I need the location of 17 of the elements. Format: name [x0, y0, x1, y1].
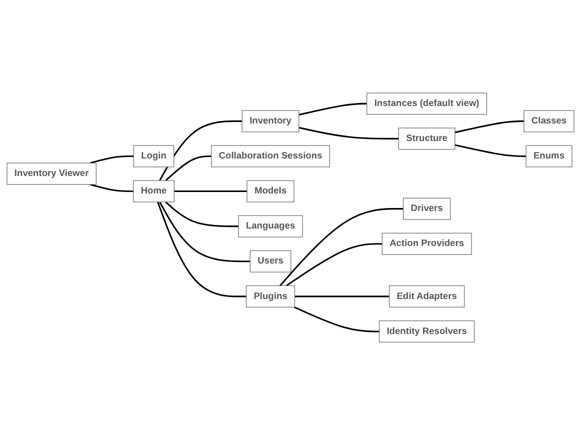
tree-node-box: Classes — [524, 110, 574, 133]
tree-node-box: Identity Resolvers — [378, 320, 475, 343]
tree-node-box: Languages — [238, 216, 303, 238]
tree-node-box: Home — [133, 180, 174, 203]
tree-node-box: Action Providers — [382, 233, 472, 256]
tree-node-box: Login — [133, 146, 174, 168]
tree-node-box: Users — [250, 250, 292, 273]
tree-node-box: Collaboration Sessions — [211, 146, 330, 168]
tree-node-box: Models — [246, 180, 294, 203]
tree-node-box: Inventory Viewer — [6, 163, 96, 186]
tree-node-box: Edit Adapters — [388, 286, 465, 308]
tree-node-box: Enums — [526, 146, 572, 168]
tree-node-box: Drivers — [403, 198, 451, 220]
tree-node-box: Structure — [398, 128, 456, 150]
tree-node-box: Instances (default view) — [366, 93, 488, 116]
tree-node-box: Plugins — [246, 286, 296, 308]
tree-node-box: Inventory — [242, 110, 300, 133]
